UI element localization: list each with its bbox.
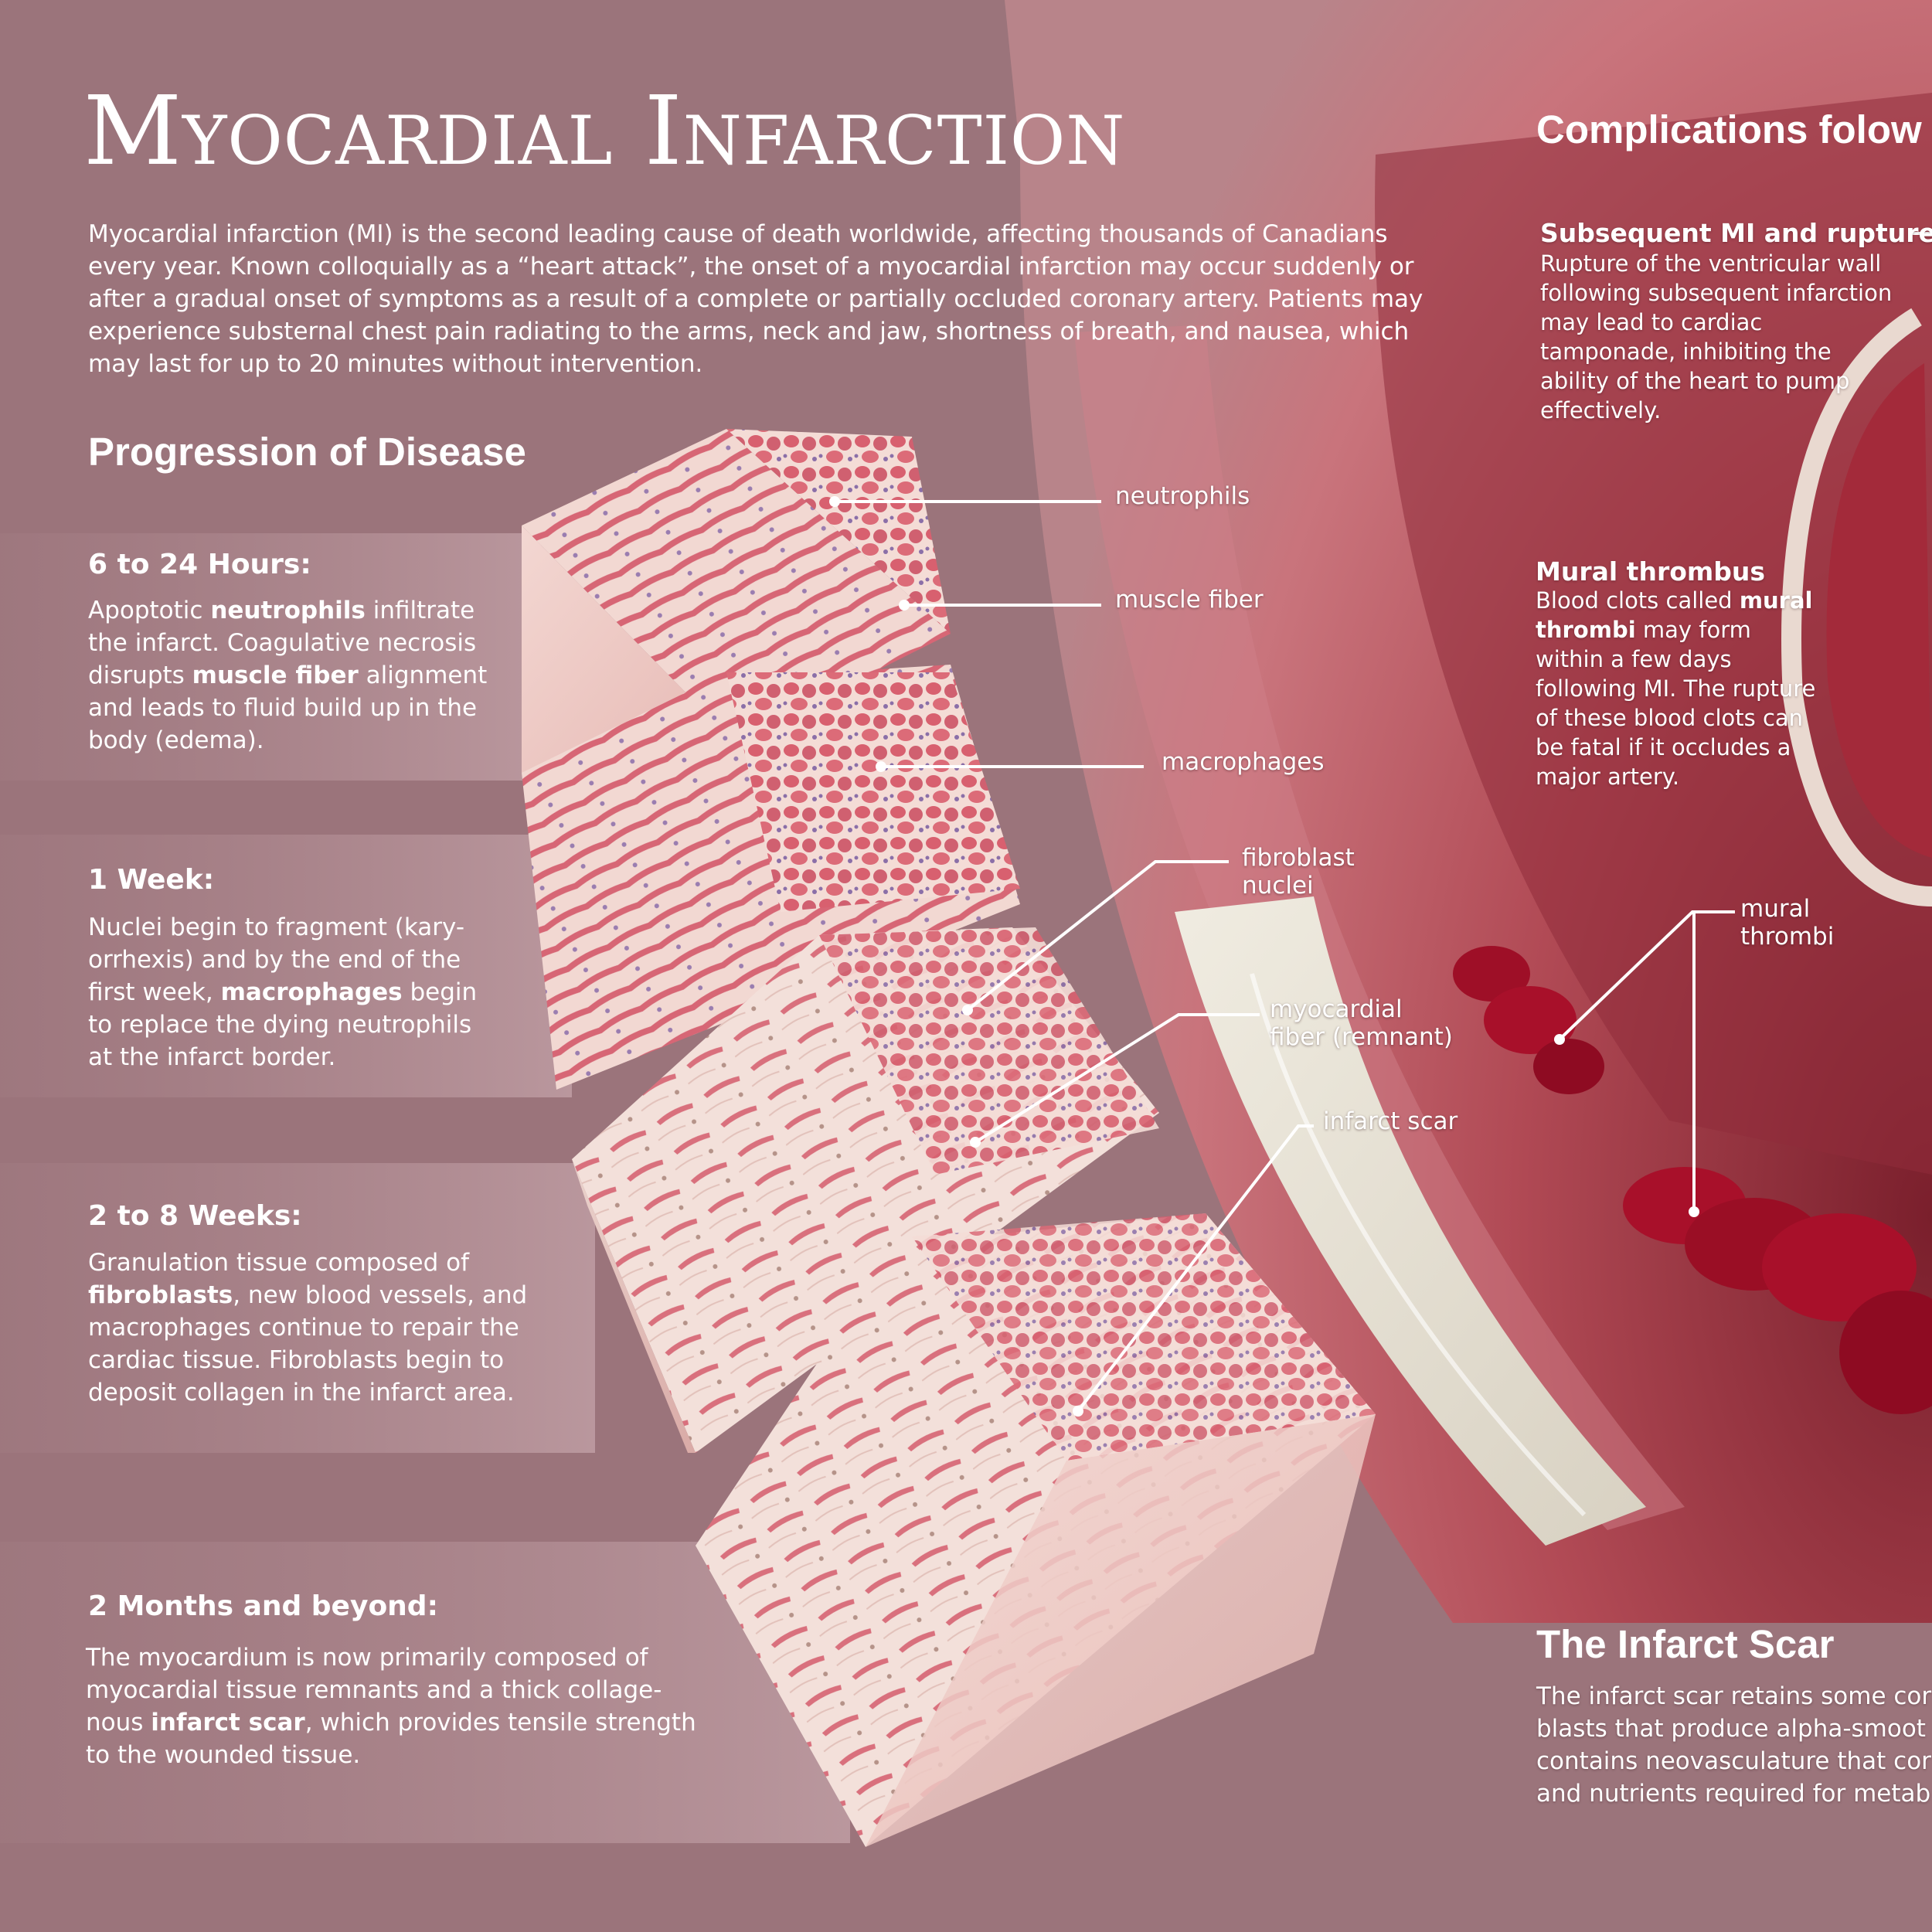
thrombus-heading: Mural thrombus bbox=[1536, 556, 1766, 587]
thrombi-clots bbox=[1453, 946, 1932, 1414]
label-muscle-fiber: muscle fiber bbox=[1115, 586, 1264, 614]
page-title: Myocardial Infarction bbox=[83, 76, 1126, 187]
label-mural-thrombi: mural thrombi bbox=[1740, 895, 1835, 951]
progression-heading: Progression of Disease bbox=[88, 430, 526, 474]
text-run: may form within a few days following MI.… bbox=[1536, 617, 1816, 790]
stage-panel bbox=[0, 835, 572, 1097]
rupture-body: Rupture of the ventricular wall followin… bbox=[1540, 249, 1903, 425]
label-neutrophils: neutrophils bbox=[1115, 482, 1250, 510]
rupture-heading: Subsequent MI and rupture bbox=[1540, 218, 1932, 248]
intro-paragraph: Myocardial infarction (MI) is the second… bbox=[88, 220, 1423, 378]
stage-24h-body: Apoptotic neutrophils infiltrate the inf… bbox=[88, 594, 490, 757]
text-run: begin to replace the dying neutrophils a… bbox=[88, 978, 478, 1071]
text-run: Nuclei begin to fragment (kary-orrhexis)… bbox=[88, 913, 465, 1006]
infarct-scar-body: The infarct scar retains some cor blasts… bbox=[1536, 1682, 1932, 1808]
stage-panel bbox=[0, 1542, 850, 1843]
emphasis-term: mural thrombi bbox=[1536, 587, 1813, 643]
stage-2months-heading: 2 Months and beyond: bbox=[88, 1590, 438, 1622]
stage-2months-body: The myocardium is now primarily composed… bbox=[86, 1641, 704, 1771]
emphasis-term: macrophages bbox=[220, 978, 403, 1006]
stage-24h-heading: 6 to 24 Hours: bbox=[88, 549, 311, 580]
label-myocardial-fiber: myocardial fiber (remnant) bbox=[1270, 995, 1453, 1051]
stage-2to8weeks-heading: 2 to 8 Weeks: bbox=[88, 1200, 302, 1232]
text-run: Apoptotic bbox=[88, 597, 211, 624]
stage-panel bbox=[0, 1163, 595, 1453]
emphasis-term: fibroblasts bbox=[88, 1281, 233, 1309]
tissue-cube-2months bbox=[696, 1213, 1376, 1847]
label-macrophages: macrophages bbox=[1162, 748, 1325, 776]
tissue-cube-1week bbox=[522, 665, 1020, 1090]
stage-1week-body: Nuclei begin to fragment (kary-orrhexis)… bbox=[88, 911, 490, 1073]
text-run: infiltrate the infarct. Coagulative necr… bbox=[88, 597, 477, 689]
emphasis-term: muscle fiber bbox=[192, 662, 359, 689]
stage-panel bbox=[0, 533, 541, 781]
text-run: , new blood vessels, and macrophages con… bbox=[88, 1281, 528, 1406]
tissue-cube-24h bbox=[522, 429, 951, 781]
label-fibroblast-nuclei: fibroblast nuclei bbox=[1242, 844, 1355, 900]
leader-lines bbox=[835, 500, 1735, 1413]
emphasis-term: neutrophils bbox=[210, 597, 366, 624]
text-run: The myocardium is now primarily composed… bbox=[86, 1644, 662, 1736]
text-run: Granulation tissue composed of bbox=[88, 1249, 470, 1277]
complications-heading: Complications folow bbox=[1536, 107, 1922, 151]
text-run: alignment and leads to fluid build up in… bbox=[88, 662, 488, 754]
infarct-scar-heading: The Infarct Scar bbox=[1536, 1622, 1835, 1666]
text-run: Blood clots called bbox=[1536, 587, 1740, 614]
emphasis-term: infarct scar bbox=[151, 1709, 305, 1736]
thrombus-body: Blood clots called mural thrombi may for… bbox=[1536, 586, 1821, 791]
label-infarct-scar: infarct scar bbox=[1323, 1107, 1458, 1135]
text-run: , which provides tensile strength to the… bbox=[86, 1709, 696, 1769]
stage-1week-heading: 1 Week: bbox=[88, 864, 215, 896]
text-run: Rupture of the ventricular wall followin… bbox=[1540, 250, 1893, 423]
tissue-cube-2to8weeks bbox=[572, 927, 1159, 1453]
stage-2to8weeks-body: Granulation tissue composed of fibroblas… bbox=[88, 1247, 544, 1409]
leader-dots bbox=[829, 496, 1699, 1417]
